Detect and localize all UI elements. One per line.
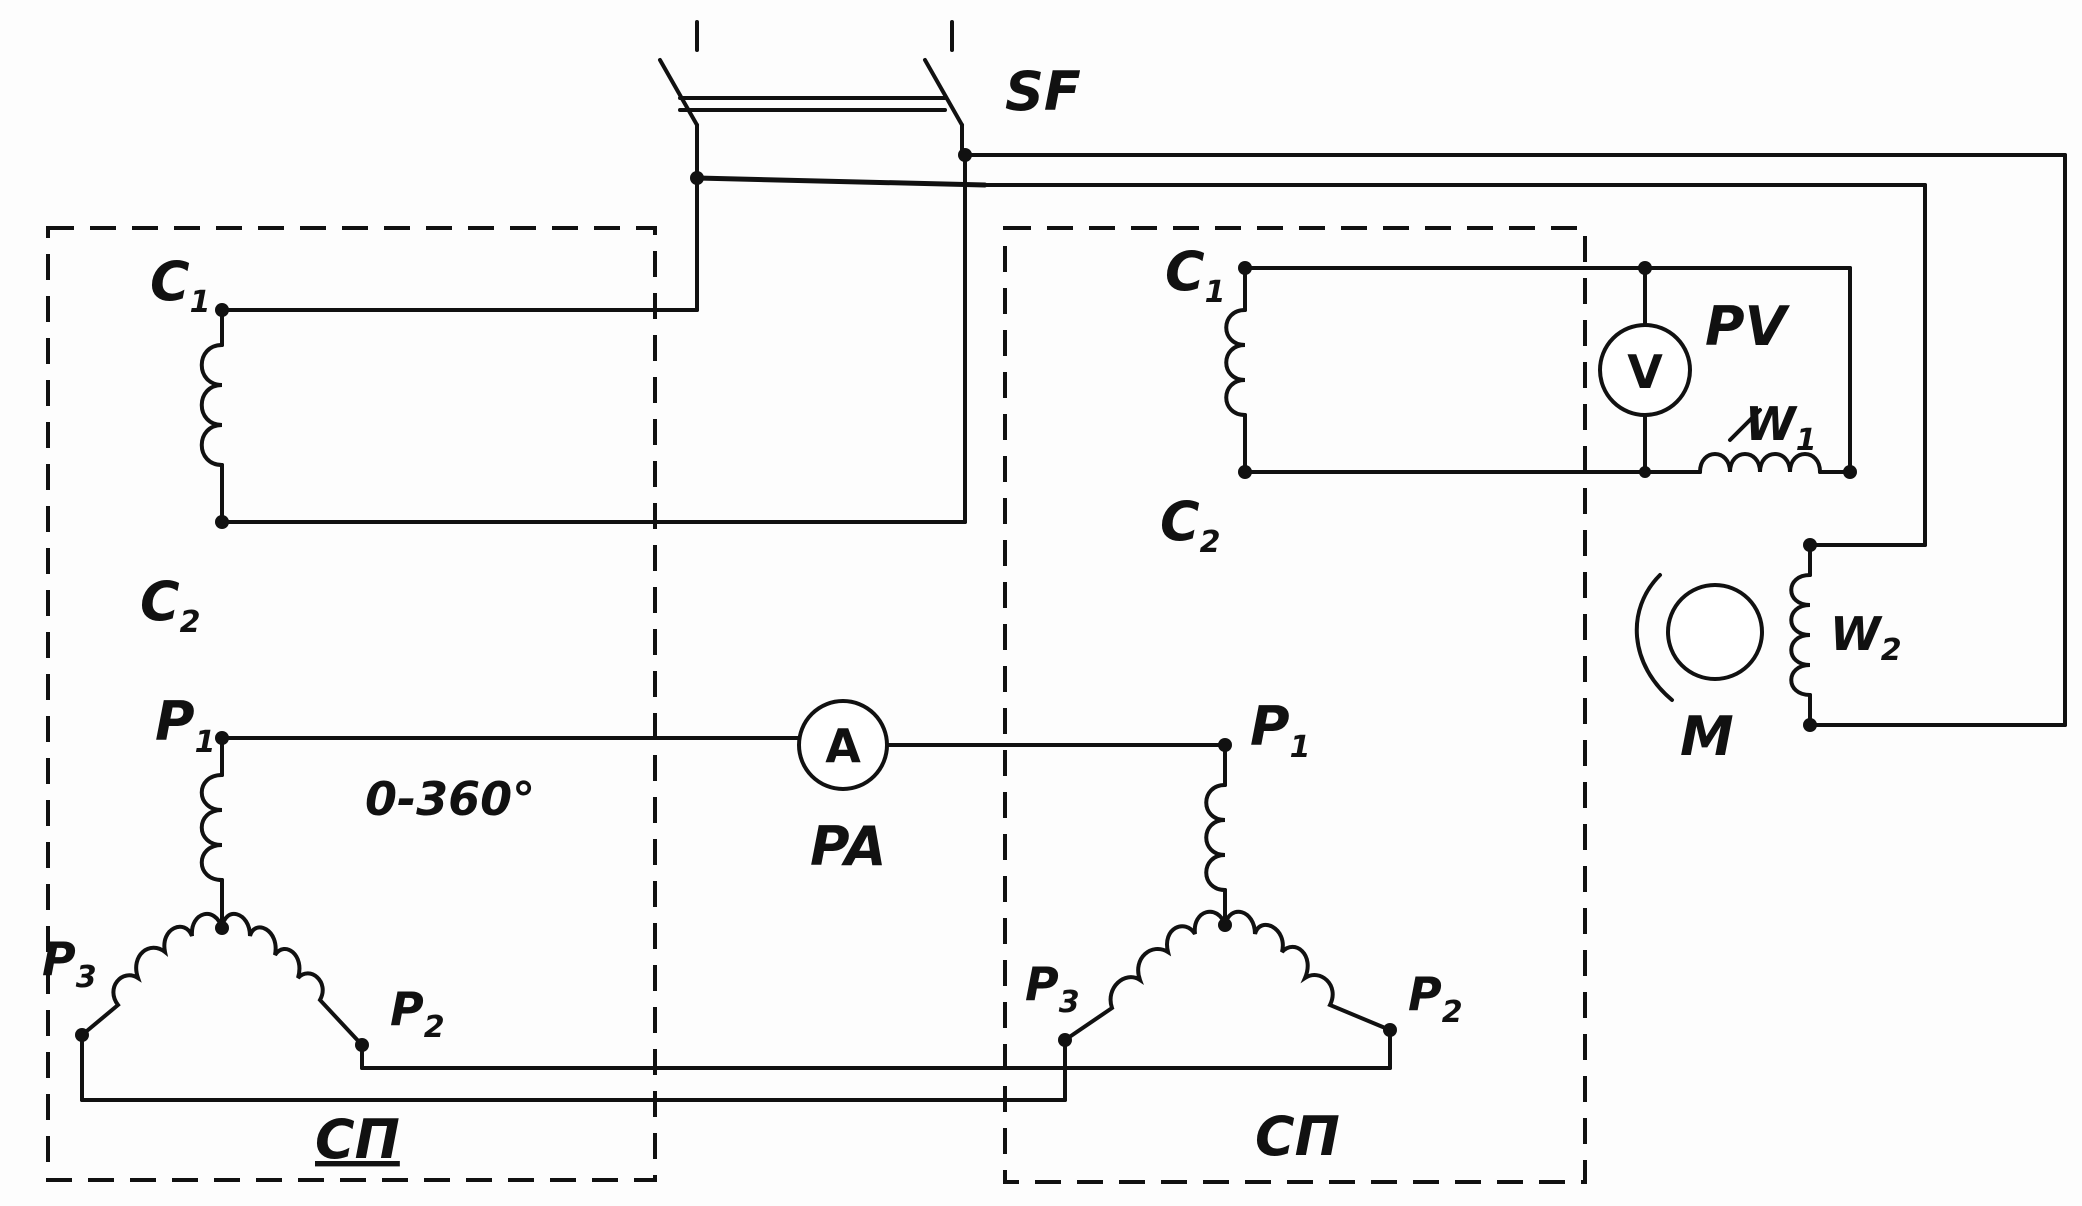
motor-m (1634, 573, 1764, 702)
motor-w1-label: W1 (1745, 397, 1817, 458)
tx-rotor-p2-label: P2 (390, 982, 445, 1045)
rotor-interconnect-wires (80, 736, 1392, 1102)
tx-selsyn-label: СП (315, 1108, 400, 1171)
motor-winding-w1 (1643, 266, 1857, 479)
rx-selsyn-label: СП (1255, 1105, 1340, 1168)
motor-winding-w2 (1789, 538, 1817, 732)
ammeter-label: PA (810, 815, 886, 878)
rx-rotor-p1-label: P1 (1250, 695, 1310, 765)
ammeter-pa: A (797, 699, 889, 791)
motor-w2-label: W2 (1830, 607, 1902, 668)
breaker-label: SF (1005, 60, 1081, 123)
voltmeter-pv: V (1598, 261, 1692, 478)
receiver-rotor-winding (1058, 738, 1397, 1047)
transmitter-stator-winding (199, 148, 972, 529)
enclosure-transmitter (46, 226, 657, 1182)
tx-rotor-p1-label: P1 (155, 690, 215, 760)
transmitter-rotor-winding (75, 731, 369, 1102)
ammeter-symbol: A (825, 719, 861, 773)
rx-stator-c1-label: C1 (1165, 240, 1226, 310)
tx-stator-c2-label: C2 (140, 570, 201, 640)
voltmeter-label: PV (1705, 295, 1791, 358)
angle-range-label: 0-360° (365, 772, 535, 826)
tx-stator-c1-label: C1 (150, 250, 211, 320)
motor-label: M (1680, 705, 1734, 768)
voltmeter-symbol: V (1627, 345, 1663, 399)
tx-rotor-p3-label: P3 (42, 932, 97, 995)
receiver-stator-winding (1224, 261, 1852, 479)
rx-rotor-p2-label: P2 (1408, 967, 1463, 1030)
rx-stator-c2-label: C2 (1160, 490, 1221, 560)
circuit-breaker-sf (658, 20, 964, 177)
supply-wires (694, 153, 2067, 727)
rx-rotor-p3-label: P3 (1025, 957, 1080, 1020)
enclosure-receiver (1003, 226, 1587, 1184)
labels: SF C1 C2 P1 P2 P3 0-360° СП PA C1 C2 P1 … (42, 60, 1902, 1171)
